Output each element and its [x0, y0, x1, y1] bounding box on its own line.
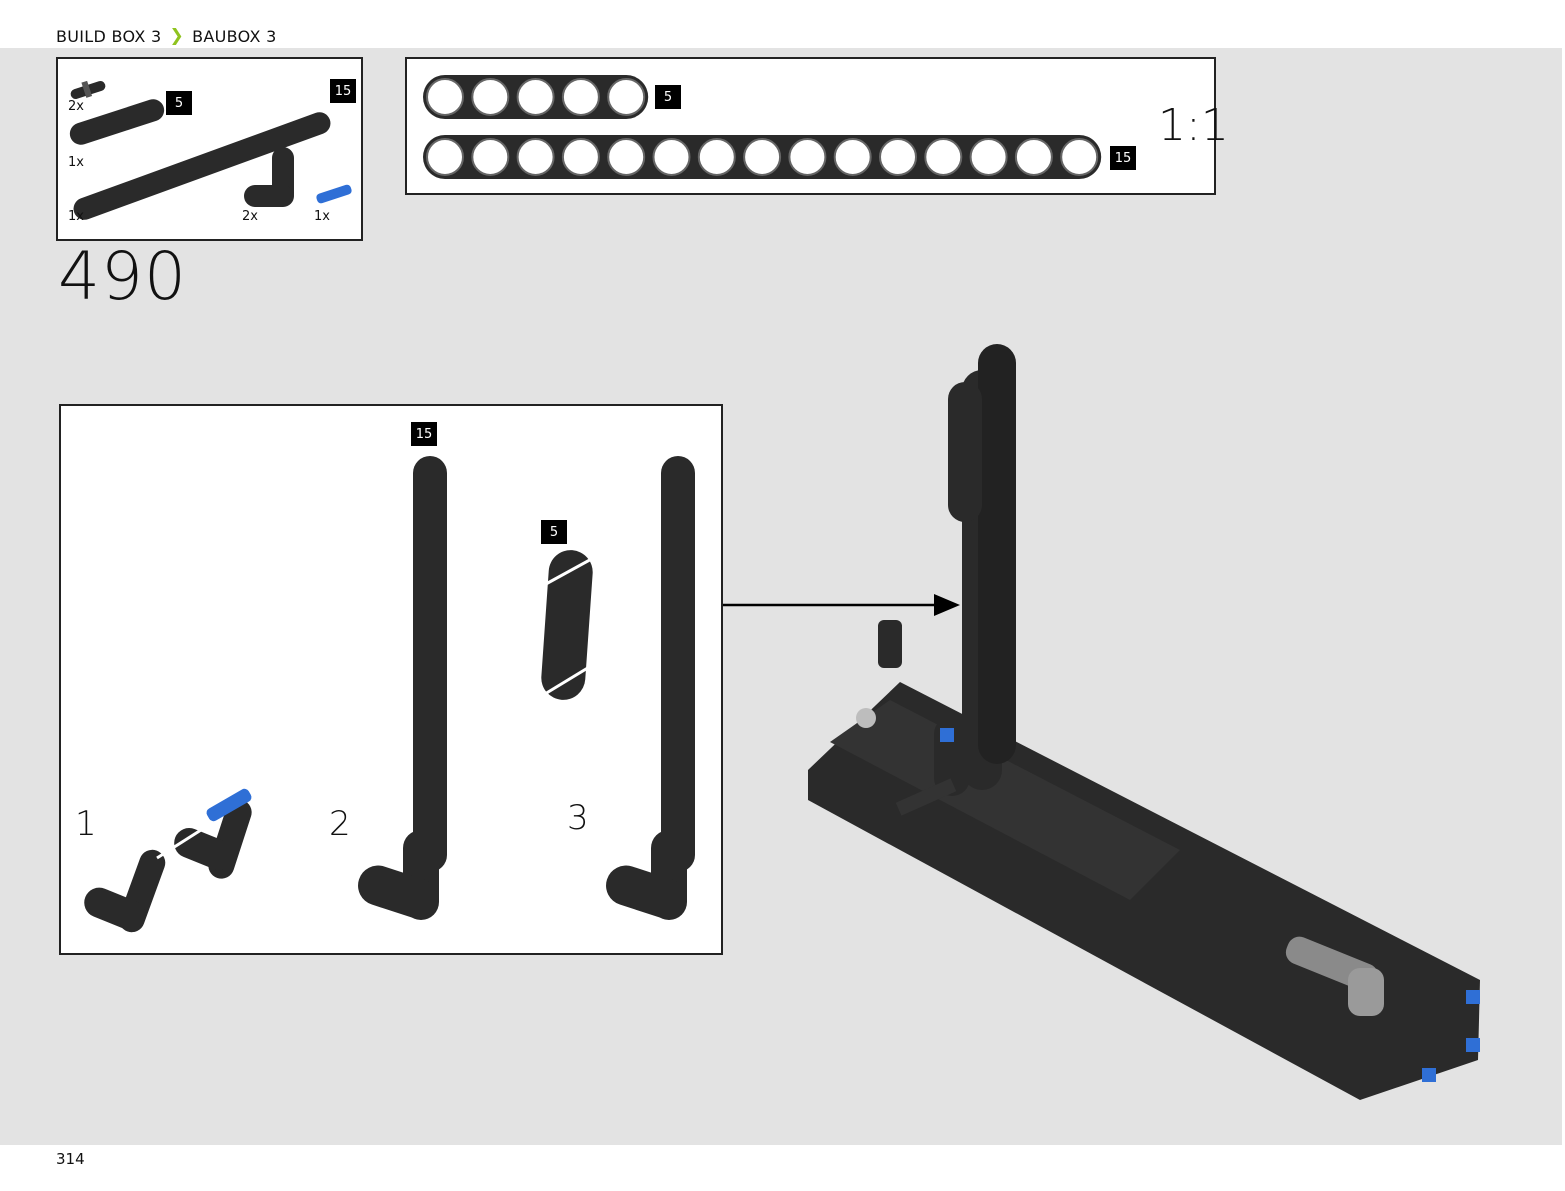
qty-label: 1x	[68, 209, 84, 224]
beam-hole	[472, 139, 508, 175]
qty-label: 1x	[68, 155, 84, 170]
beam-15-icon	[661, 456, 695, 872]
length-tag: 15	[330, 79, 356, 103]
l-beam-icon	[601, 830, 691, 924]
page-number: 314	[56, 1150, 85, 1168]
beam-15-tag: 15	[1110, 146, 1136, 170]
beam-hole	[518, 139, 554, 175]
beam-hole	[699, 139, 735, 175]
qty-label: 1x	[314, 209, 330, 224]
beam-hole	[971, 139, 1007, 175]
beam-hole	[1016, 139, 1052, 175]
l-beam-icon	[80, 846, 169, 936]
step-number: 490	[58, 238, 187, 315]
page-footer	[0, 1145, 1565, 1191]
breadcrumb: BUILD BOX 3 ❯ BAUBOX 3	[56, 26, 277, 46]
beam-15-icon	[413, 456, 447, 872]
beam-hole	[835, 139, 871, 175]
connector-pin-black-icon	[69, 80, 106, 101]
substep-number: 1	[75, 804, 97, 844]
axle-pin-blue-icon	[315, 184, 352, 205]
beam-hole	[563, 79, 599, 115]
breadcrumb-arrow-icon: ❯	[170, 26, 185, 46]
beam-hole	[744, 139, 780, 175]
beam-hole	[880, 139, 916, 175]
beam-hole	[472, 79, 508, 115]
substep-number: 2	[329, 804, 351, 844]
beam-hole	[427, 139, 463, 175]
beam-hole	[608, 79, 644, 115]
beam-hole	[654, 139, 690, 175]
beam-5-tag: 5	[655, 85, 681, 109]
scale-ratio-label: 1:1	[1158, 100, 1229, 151]
breadcrumb-item-en: BUILD BOX 3	[56, 27, 162, 46]
length-tag: 5	[166, 91, 192, 115]
beam-hole	[427, 79, 463, 115]
beam-hole	[518, 79, 554, 115]
substep-illustration	[61, 406, 725, 957]
beam-hole	[608, 139, 644, 175]
beam-5-tag: 5	[541, 520, 567, 544]
beam-hole	[1061, 139, 1097, 175]
breadcrumb-item-de: BAUBOX 3	[192, 27, 277, 46]
parts-list-box: 2x 5 1x 15 1x 2x 1x	[56, 57, 363, 241]
beam-hole	[925, 139, 961, 175]
l-beam-icon	[353, 830, 443, 924]
beam-15-tag: 15	[411, 422, 437, 446]
beam-hole	[789, 139, 825, 175]
beam-hole	[563, 139, 599, 175]
scale-check-box: 5 15	[405, 57, 1216, 195]
qty-label: 2x	[242, 209, 258, 224]
substep-box: 1 2 15 3 5	[59, 404, 723, 955]
qty-label: 2x	[68, 99, 84, 114]
scale-beams	[407, 59, 1218, 197]
substep-number: 3	[567, 798, 589, 838]
